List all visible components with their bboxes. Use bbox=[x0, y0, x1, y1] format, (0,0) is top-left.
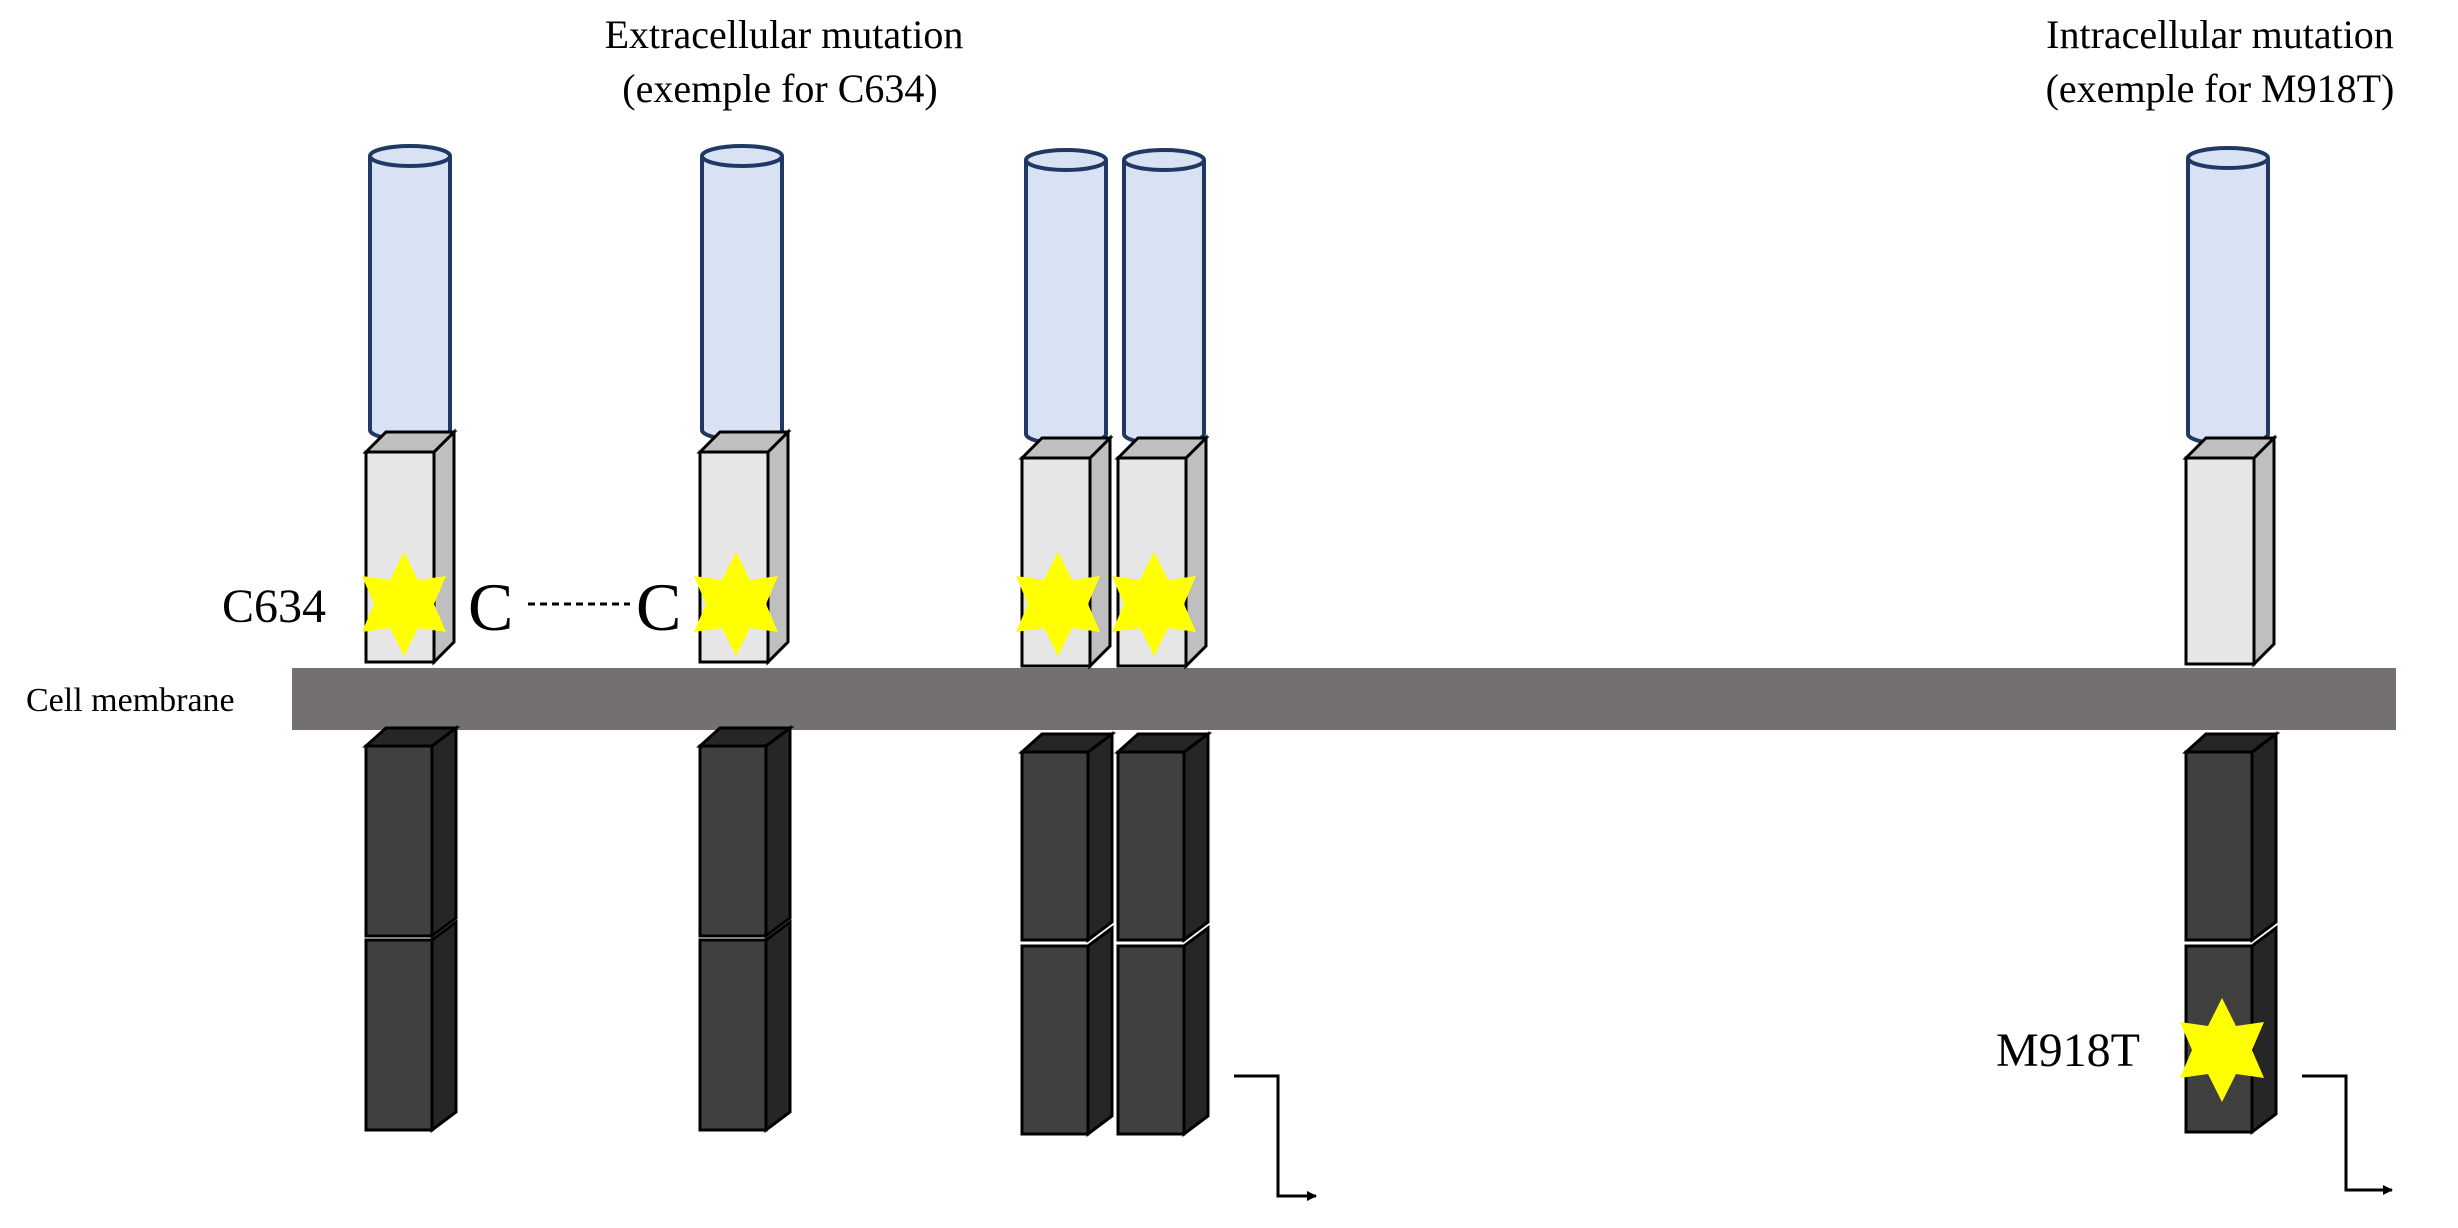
kinase-domain-2-side bbox=[1086, 925, 1114, 1137]
mutation-star-icon bbox=[694, 552, 778, 656]
extracellular-title-line2: (exemple for C634) bbox=[622, 66, 937, 111]
intracellular-title-line1: Intracellular mutation bbox=[2046, 12, 2394, 57]
cylinder-domain bbox=[368, 156, 452, 442]
signal-arrow-2 bbox=[2302, 1074, 2393, 1195]
kinase-domain-2-side bbox=[1182, 925, 1210, 1137]
receptor-m918t bbox=[2182, 146, 2281, 1135]
kinase-domain-2 bbox=[698, 938, 768, 1132]
receptor-dimer-a bbox=[1018, 148, 1117, 1137]
kinase-domain-1-side bbox=[1086, 731, 1114, 943]
cylinder-top bbox=[1122, 148, 1206, 172]
m918t-label: M918T bbox=[1996, 1024, 2140, 1077]
mutation-star-icon bbox=[1016, 552, 1100, 656]
kinase-domain-2 bbox=[364, 938, 434, 1132]
cylinder-top bbox=[368, 144, 452, 168]
cell-membrane-label: Cell membrane bbox=[26, 682, 235, 719]
kinase-domain-2 bbox=[1020, 944, 1090, 1136]
cylinder-top bbox=[700, 144, 784, 168]
cylinder-top bbox=[1024, 148, 1108, 172]
mutation-star-icon bbox=[2180, 998, 2264, 1102]
kinase-domain-1-side bbox=[430, 725, 458, 939]
extracellular-title-line1: Extracellular mutation bbox=[605, 12, 964, 57]
kinase-domain-2 bbox=[1116, 944, 1186, 1136]
cysteine-right-label: C bbox=[636, 569, 681, 645]
kinase-domain-1-side bbox=[1182, 731, 1210, 943]
cylinder-domain bbox=[2186, 158, 2270, 446]
disulfide-bond: C634 C C bbox=[222, 569, 681, 645]
cylinder-domain bbox=[1122, 160, 1206, 446]
kinase-domain-2-side bbox=[430, 919, 458, 1133]
kinase-domain-1 bbox=[364, 744, 434, 938]
kinase-domain-1-side bbox=[764, 725, 792, 939]
kinase-domain-1 bbox=[2184, 750, 2254, 942]
cylinder-domain bbox=[700, 156, 784, 442]
signal-arrow-1 bbox=[1234, 1074, 1317, 1201]
kinase-domain-1 bbox=[1116, 750, 1186, 942]
kinase-domain-1 bbox=[1020, 750, 1090, 942]
intracellular-title-line2: (exemple for M918T) bbox=[2046, 66, 2395, 111]
kinase-domain-2-side bbox=[764, 919, 792, 1133]
mutation-star-icon bbox=[362, 552, 446, 656]
kinase-domain-1 bbox=[698, 744, 768, 938]
mutation-star-icon bbox=[1112, 552, 1196, 656]
kinase-domain-1-side bbox=[2250, 731, 2278, 943]
cylinder-top bbox=[2186, 146, 2270, 170]
cylinder-domain bbox=[1024, 160, 1108, 446]
cell-membrane bbox=[292, 668, 2396, 730]
cysteine-rich-side bbox=[1088, 434, 1112, 670]
cysteine-left-label: C bbox=[468, 569, 513, 645]
receptor-dimer-b bbox=[1114, 148, 1213, 1137]
c634-label: C634 bbox=[222, 580, 326, 633]
cysteine-rich-domain bbox=[2184, 456, 2256, 666]
cysteine-rich-side bbox=[1184, 434, 1208, 670]
cysteine-rich-side bbox=[2252, 434, 2276, 668]
